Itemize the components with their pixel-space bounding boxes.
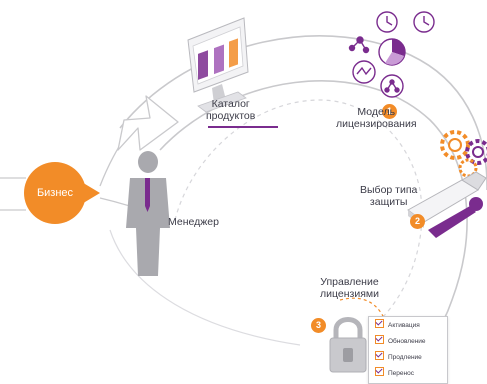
dashed-inner-arc: [174, 99, 423, 321]
checkbox-icon: [375, 335, 384, 344]
checklist-item: Продление: [375, 351, 422, 364]
step-3-badge: 3: [311, 318, 326, 333]
checklist-item-label: Обновление: [388, 338, 426, 345]
checklist-item-label: Активация: [388, 322, 420, 329]
checklist-item-label: Перенос: [388, 370, 414, 377]
step-3-label: Управление лицензиями: [320, 276, 379, 300]
business-label: Бизнес: [36, 187, 74, 199]
checkbox-icon: [375, 319, 384, 328]
monitor-icon: [187, 17, 249, 113]
license-model-icons: [348, 11, 435, 98]
padlock-icon: [329, 317, 367, 373]
business-hub-pointer: [80, 181, 100, 205]
step-2-badge: 2: [410, 214, 425, 229]
manager-label: Менеджер: [168, 216, 219, 228]
dashed-orange: [339, 297, 385, 319]
step-1-label: Модель лицензирования: [336, 106, 417, 130]
outer-arc: [119, 35, 487, 190]
checkbox-icon: [375, 367, 384, 376]
checklist-item: Обновление: [375, 335, 426, 348]
license-actions-list: Активация Обновление Продление Перенос: [368, 316, 448, 384]
lower-arc: [109, 229, 301, 346]
catalog-underline: [208, 126, 278, 128]
checkbox-icon: [375, 351, 384, 360]
checklist-item-label: Продление: [388, 354, 422, 361]
step-2-label: Выбор типа защиты: [360, 184, 418, 208]
open-arrow: [117, 95, 179, 151]
business-hub: Бизнес: [24, 162, 86, 224]
manager-figure-icon: [126, 151, 170, 276]
checklist-item: Активация: [375, 319, 420, 332]
catalog-label: Каталог продуктов: [206, 98, 256, 122]
checklist-item: Перенос: [375, 367, 414, 380]
step-1-badge: 1: [382, 104, 397, 119]
